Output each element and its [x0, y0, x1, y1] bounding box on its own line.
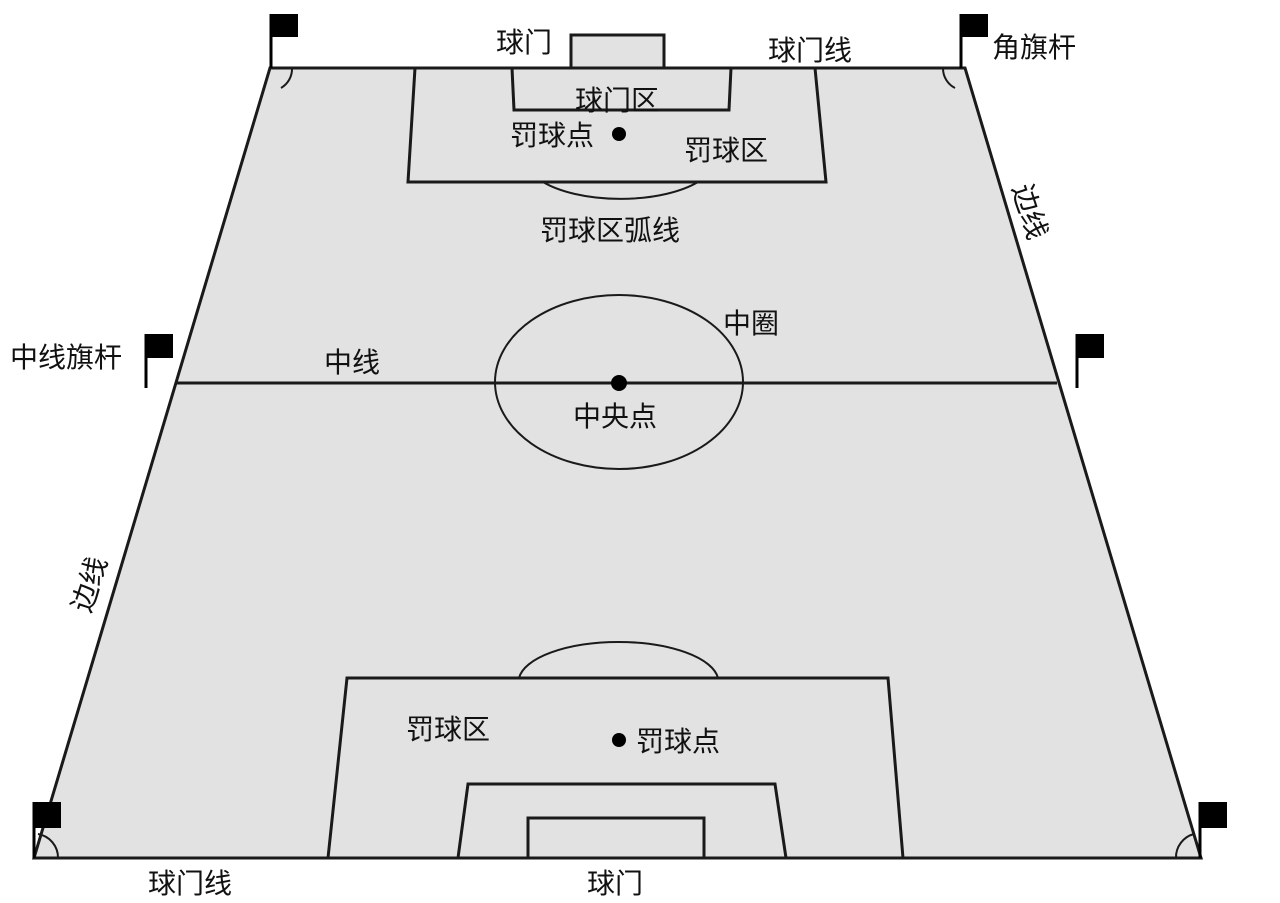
- label-bottom-penalty-area: 罚球区: [406, 713, 490, 746]
- top-penalty-arc: [542, 181, 699, 200]
- center-circle: [494, 294, 744, 470]
- label-top-goal-area: 球门区: [575, 84, 659, 117]
- label-center-spot: 中央点: [573, 400, 657, 433]
- top-penalty-area: [406, 67, 828, 184]
- label-top-penalty-area: 罚球区: [684, 134, 768, 167]
- corner-flag-bottom-left: [32, 802, 61, 858]
- bottom-penalty-spot: [612, 733, 626, 747]
- bottom-penalty-arc: [518, 640, 719, 679]
- label-bottom-goal-line: 球门线: [148, 867, 232, 900]
- bottom-goal-area: [456, 782, 788, 859]
- bottom-goal: [526, 816, 706, 860]
- halfway-flag-left: [144, 334, 173, 388]
- corner-arc-bottom-right: [1174, 833, 1195, 859]
- label-halfway-line: 中线: [324, 346, 380, 379]
- label-penalty-arc: 罚球区弧线: [540, 214, 680, 247]
- label-top-goal-line: 球门线: [768, 34, 852, 67]
- halfway-flag-right: [1075, 334, 1104, 388]
- top-goal: [569, 33, 666, 70]
- top-penalty-spot: [612, 127, 626, 141]
- label-top-penalty-spot: 罚球点: [510, 119, 594, 152]
- label-center-circle: 中圈: [723, 307, 779, 340]
- corner-arc-bottom-left: [37, 833, 60, 859]
- top-goal-area: [510, 67, 733, 112]
- label-top-goal: 球门: [496, 26, 552, 59]
- label-left-touchline: 边线: [65, 553, 114, 616]
- label-bottom-penalty-spot: 罚球点: [636, 725, 720, 758]
- corner-flag-bottom-right: [1198, 802, 1227, 858]
- bottom-penalty-area: [326, 676, 905, 859]
- corner-arc-top-left: [280, 67, 294, 89]
- corner-flag-top-right: [959, 14, 988, 68]
- label-top-corner-flag: 角旗杆: [992, 31, 1076, 64]
- label-halfway-flag: 中线旗杆: [10, 341, 122, 374]
- center-spot: [611, 375, 627, 391]
- corner-flag-top-left: [269, 14, 298, 68]
- label-bottom-goal: 球门: [587, 867, 643, 900]
- corner-arc-top-right: [941, 67, 956, 89]
